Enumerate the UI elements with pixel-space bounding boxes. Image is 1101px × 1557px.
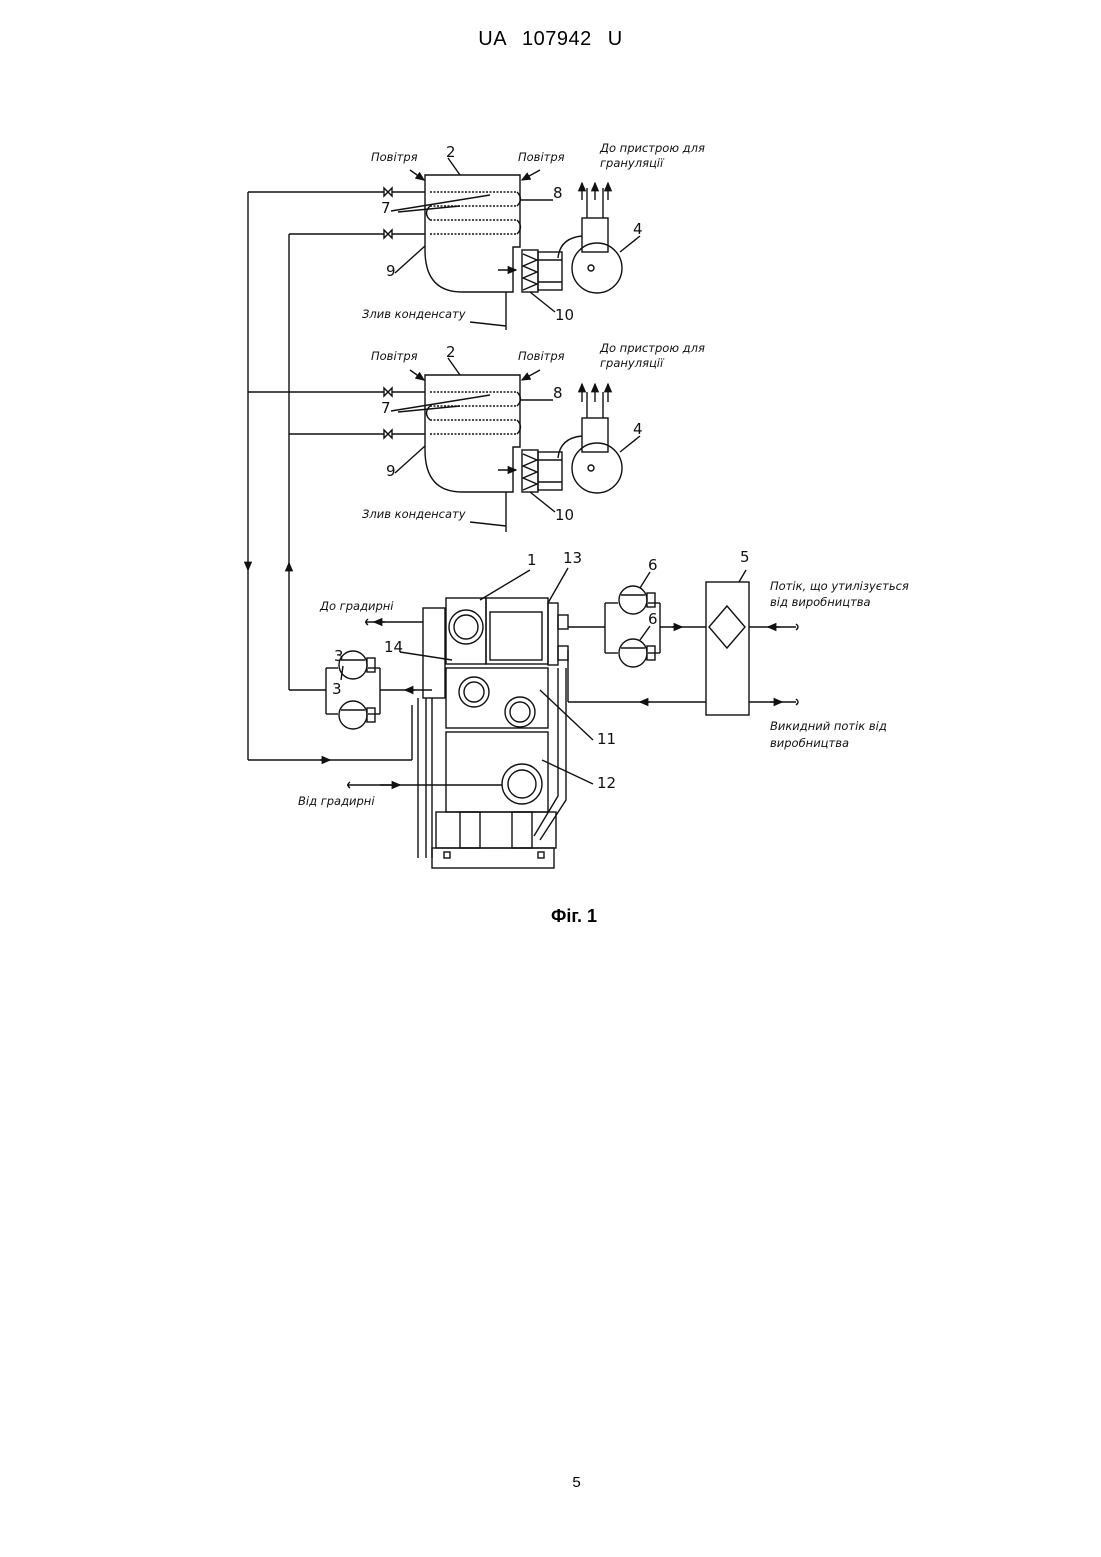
label-to-granulator-1b: До пристрою для: [599, 341, 705, 355]
ref-9-bottom: 9: [386, 462, 396, 480]
air-cooler-unit-top: [248, 158, 640, 330]
ref-8-top: 8: [553, 184, 563, 202]
label-utilized-stream-2: від виробництва: [770, 595, 871, 609]
pumps-6: [568, 586, 706, 667]
ref-4-bottom: 4: [633, 420, 643, 438]
ref-1: 1: [527, 551, 537, 569]
figure-caption: Фіг. 1: [0, 906, 1101, 927]
page-number: 5: [0, 1474, 1101, 1491]
ref-14: 14: [384, 638, 403, 656]
air-cooler-unit-bottom: [248, 358, 640, 532]
ref-9-top: 9: [386, 262, 396, 280]
ref-5: 5: [740, 548, 750, 566]
ref-7-bottom: 7: [381, 399, 391, 417]
ref-6-upper: 6: [648, 556, 658, 574]
ref-12: 12: [597, 774, 616, 792]
label-air-right: Повітря: [518, 150, 565, 164]
label-condensate-drain-top: Злив конденсату: [362, 307, 466, 321]
label-air-left-2: Повітря: [371, 349, 418, 363]
ref-6-lower: 6: [648, 610, 658, 628]
label-waste-stream-1: Викидний потік від: [770, 719, 887, 733]
ref-11: 11: [597, 730, 616, 748]
label-utilized-stream-1: Потік, що утилізується: [770, 579, 909, 593]
ref-4-top: 4: [633, 220, 643, 238]
label-to-granulator-1: До пристрою для: [599, 141, 705, 155]
label-from-cooling-tower: Від градирні: [298, 794, 375, 808]
label-to-cooling-tower: До градирні: [319, 599, 394, 613]
piping-loops: [248, 192, 432, 760]
label-to-granulator-2b: грануляції: [600, 356, 665, 370]
label-air-right-2: Повітря: [518, 349, 565, 363]
main-assembly: [341, 568, 798, 868]
label-air-left: Повітря: [371, 150, 418, 164]
ref-2-top: 2: [446, 143, 456, 161]
label-condensate-drain-bottom: Злив конденсату: [362, 507, 466, 521]
ref-10-top: 10: [555, 306, 574, 324]
ref-7-top: 7: [381, 199, 391, 217]
label-to-granulator-2: грануляції: [600, 156, 665, 170]
ref-13: 13: [563, 549, 582, 567]
ref-3-lower: 3: [332, 680, 342, 698]
label-waste-stream-2: виробництва: [770, 736, 849, 750]
ref-3-upper: 3: [334, 647, 344, 665]
diagram-labels: Повітря Повітря До пристрою для грануляц…: [298, 141, 909, 808]
ref-10-bottom: 10: [555, 506, 574, 524]
ref-8-bottom: 8: [553, 384, 563, 402]
ref-2-bottom: 2: [446, 343, 456, 361]
heat-exchanger-5: [568, 570, 796, 715]
